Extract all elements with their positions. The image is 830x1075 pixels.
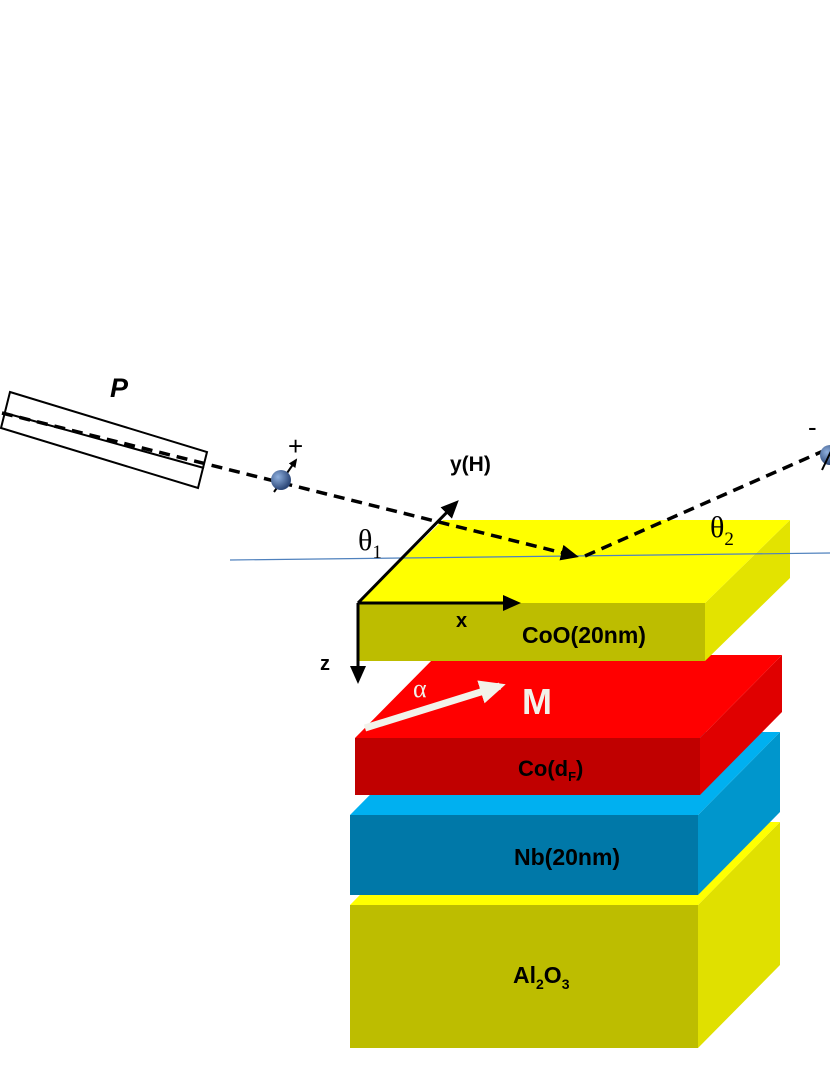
coo-front bbox=[358, 603, 705, 661]
axis-x-label: x bbox=[456, 610, 467, 632]
alpha-label: α bbox=[413, 674, 427, 703]
spin-in: + bbox=[271, 431, 303, 493]
theta-out-label: θ2 bbox=[710, 511, 734, 550]
co-label: Co(dF) bbox=[518, 756, 583, 784]
spin-out: - bbox=[808, 412, 830, 471]
coo-label: CoO(20nm) bbox=[522, 622, 646, 648]
magnetization-arrow bbox=[363, 680, 506, 732]
nb-label: Nb(20nm) bbox=[514, 844, 620, 870]
theta-in-label: θ1 bbox=[358, 524, 382, 563]
coo-side bbox=[705, 520, 790, 661]
co-top bbox=[355, 655, 782, 738]
al2o3-front bbox=[350, 905, 698, 1048]
layer-coo bbox=[358, 520, 790, 661]
co-front bbox=[355, 738, 700, 795]
axis-z-label: z bbox=[320, 653, 330, 675]
polarizer bbox=[0, 390, 209, 490]
magnetization-label: M bbox=[522, 681, 552, 722]
reflected-beam bbox=[584, 446, 830, 558]
spin-in-ball bbox=[271, 470, 291, 490]
co-side bbox=[700, 655, 782, 795]
nb-front bbox=[350, 815, 698, 895]
surface-line bbox=[229, 552, 830, 561]
axis-y-arrow bbox=[356, 500, 459, 605]
coo-top bbox=[358, 520, 790, 603]
spin-out-sign: - bbox=[808, 412, 817, 442]
layer-co bbox=[355, 655, 782, 795]
magnetization-vector: α M bbox=[363, 674, 552, 732]
al2o3-side bbox=[698, 822, 780, 1048]
nb-side bbox=[698, 732, 780, 895]
al2o3-label: Al2O3 bbox=[513, 962, 570, 992]
polarizer-label: P bbox=[110, 373, 129, 403]
axis-y-label: y(H) bbox=[450, 453, 491, 476]
axes: y(H) x z bbox=[320, 453, 521, 684]
spin-in-sign: + bbox=[288, 431, 303, 461]
